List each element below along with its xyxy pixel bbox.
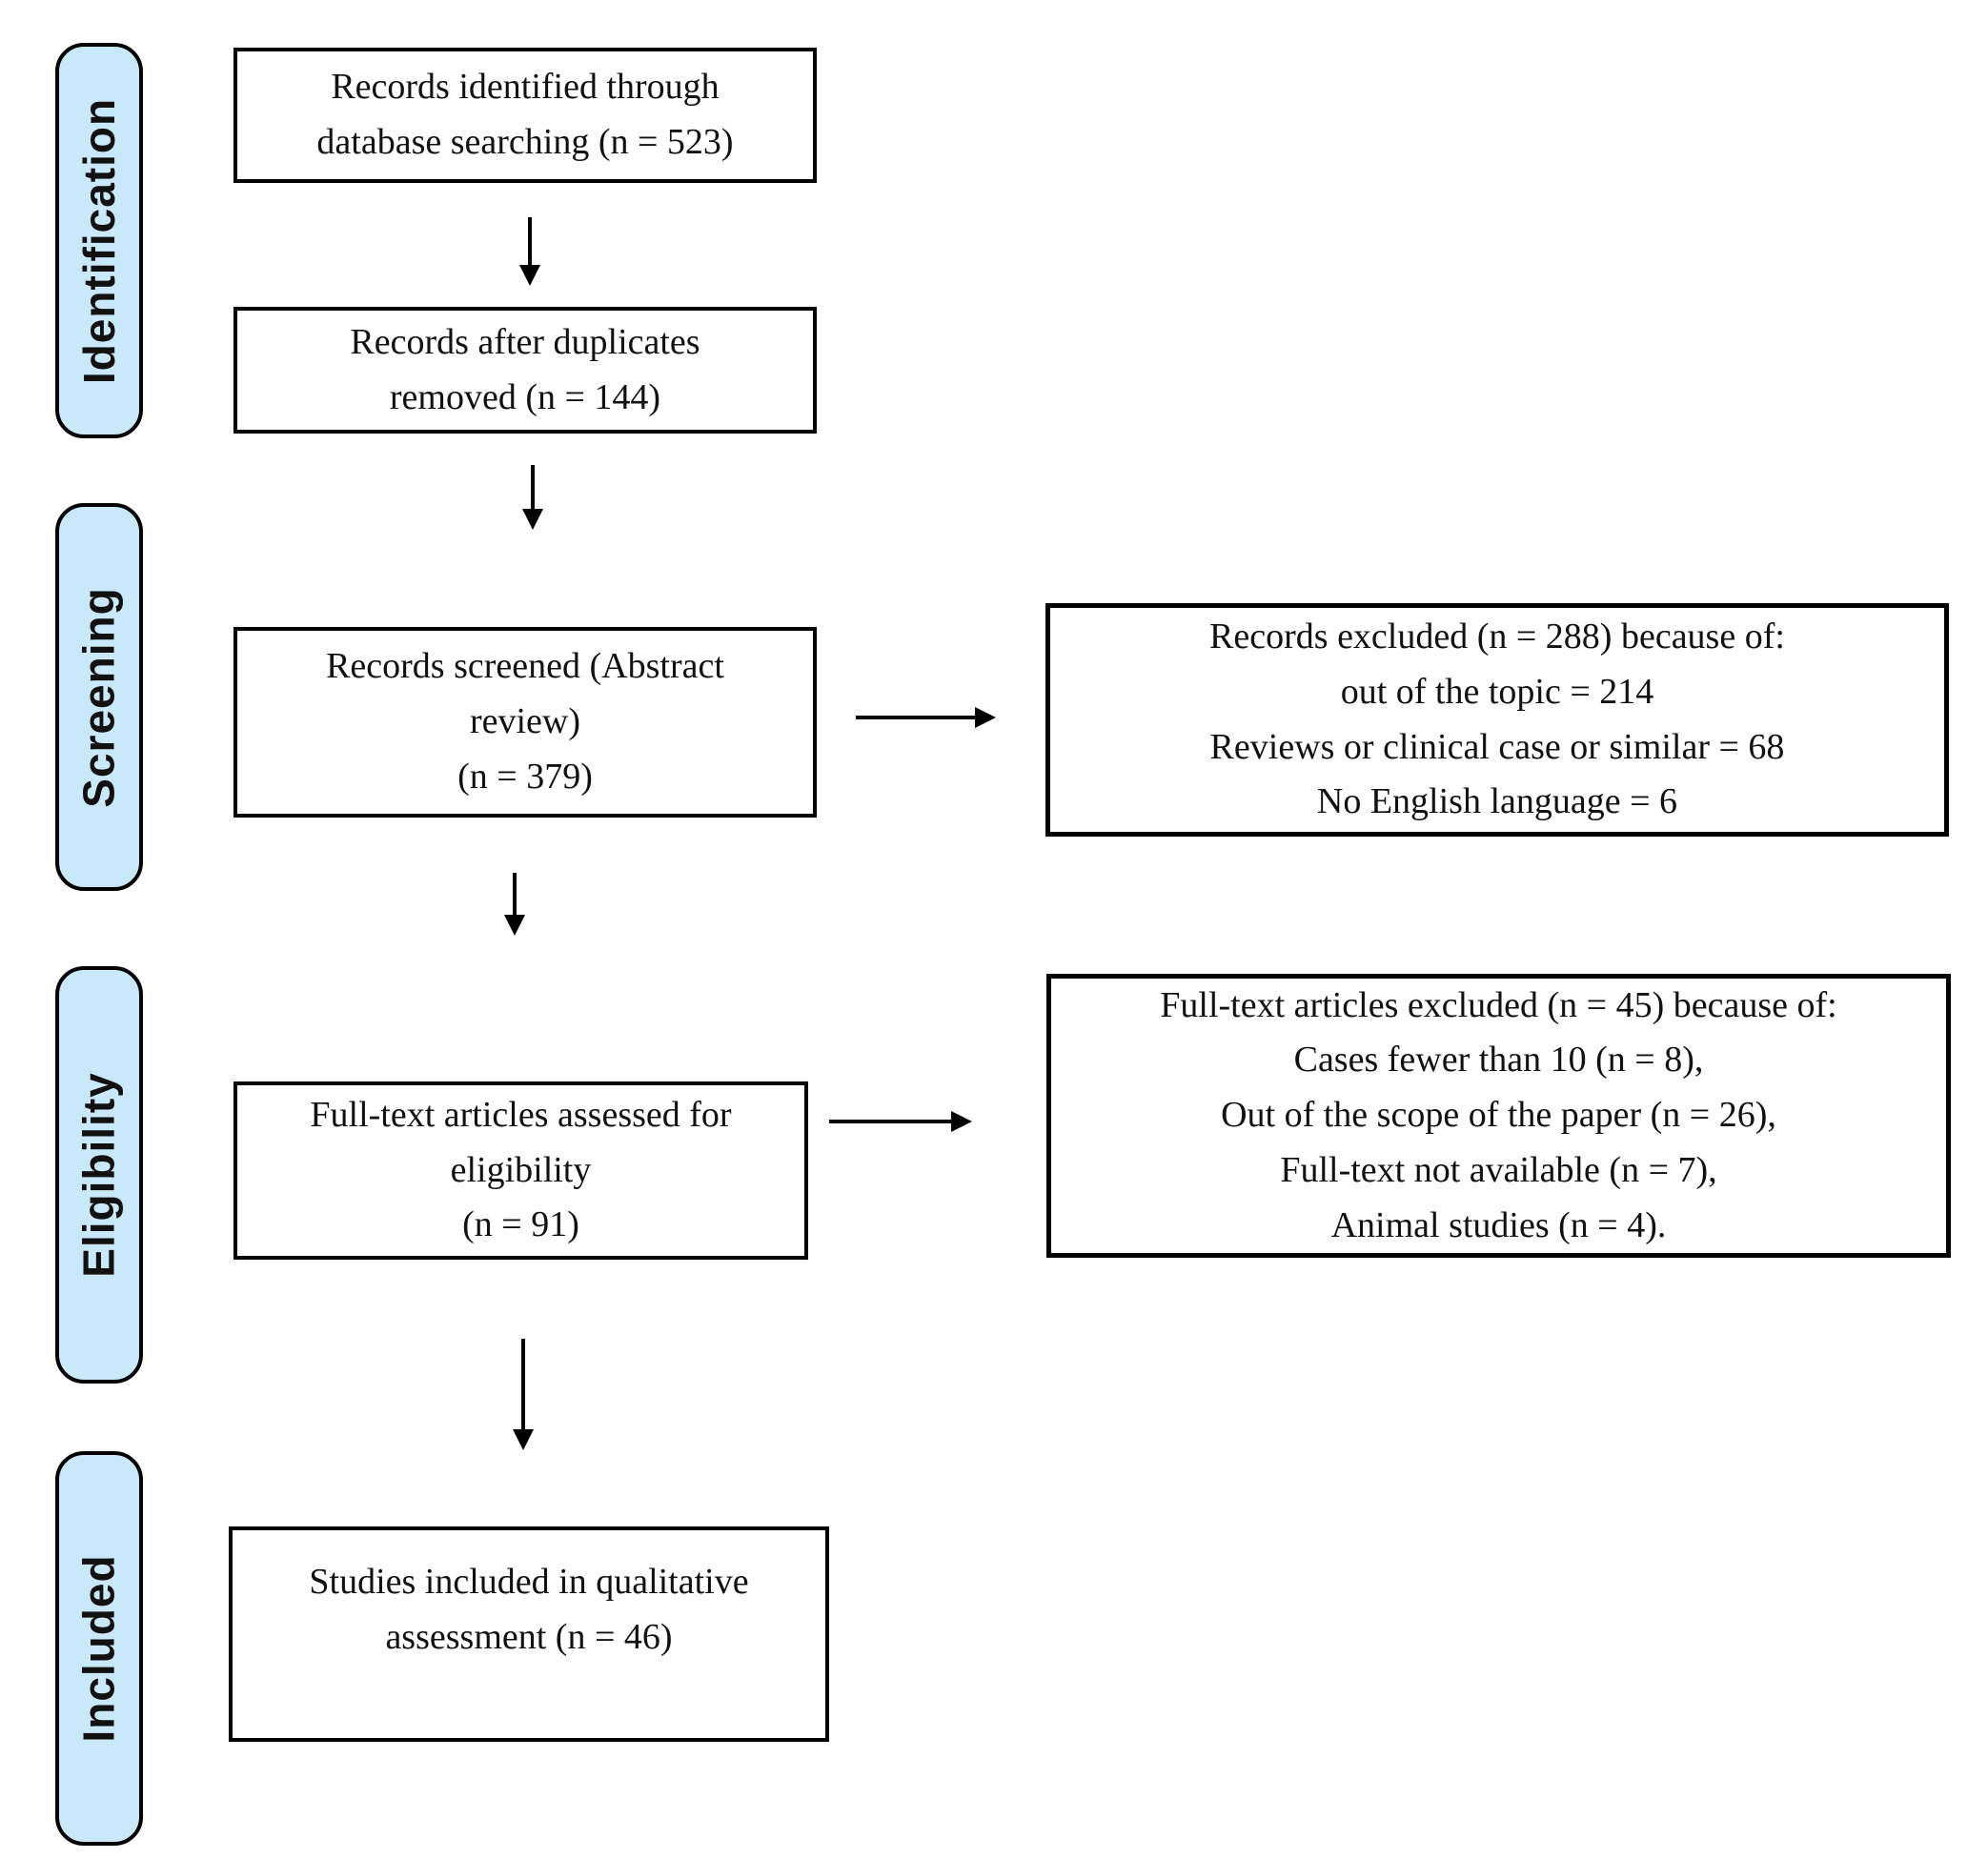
box-fulltext-assessed: Full-text articles assessed for eligibil… [233,1081,808,1260]
text-line: Reviews or clinical case or similar = 68 [1209,726,1785,767]
arrow-shaft [521,1339,525,1431]
down-arrow-icon [522,509,543,530]
text-line: Full-text articles assessed for [310,1094,732,1135]
stage-screening: Screening [55,503,143,891]
text-line: Full-text not available (n = 7), [1280,1149,1717,1190]
text-line: eligibility [450,1149,592,1190]
text-line: assessment (n = 46) [385,1616,673,1657]
stage-screening-label: Screening [74,586,125,808]
text-line: Records after duplicates [350,321,700,362]
text-line: database searching (n = 523) [316,122,734,162]
stage-eligibility: Eligibility [55,966,143,1384]
text-line: out of the topic = 214 [1340,671,1654,712]
text-line: (n = 379) [457,756,593,797]
stage-identification: Identification [55,43,143,438]
box-records-identified-text: Records identified through database sear… [316,60,733,171]
text-line: review) [469,701,581,742]
text-line: Records screened (Abstract [326,646,724,687]
box-records-identified: Records identified through database sear… [233,48,817,183]
down-arrow-icon [504,915,525,936]
box-records-screened-text: Records screened (Abstract review) (n = … [326,639,724,804]
box-records-excluded-text: Records excluded (n = 288) because of: o… [1209,610,1785,830]
box-studies-included-text: Studies included in qualitative assessme… [309,1555,748,1666]
box-records-screened: Records screened (Abstract review) (n = … [233,627,817,818]
down-arrow-icon [513,1429,534,1450]
box-records-excluded: Records excluded (n = 288) because of: o… [1045,603,1949,837]
box-fulltext-assessed-text: Full-text articles assessed for eligibil… [310,1088,731,1253]
text-line: No English language = 6 [1316,781,1678,822]
arrow-shaft [531,465,535,511]
text-line: (n = 91) [462,1204,579,1245]
text-line: Records identified through [331,67,720,108]
text-line: Cases fewer than 10 (n = 8), [1293,1040,1704,1081]
arrow-shaft [829,1120,953,1123]
text-line: Out of the scope of the paper (n = 26), [1221,1095,1776,1136]
box-records-after-duplicates-text: Records after duplicates removed (n = 14… [350,315,700,426]
arrow-shaft [856,716,977,719]
right-arrow-icon [951,1111,972,1132]
arrow-shaft [513,873,517,917]
stage-included-label: Included [74,1554,124,1743]
stage-identification-label: Identification [74,97,125,384]
arrow-shaft [528,217,532,267]
right-arrow-icon [975,707,996,728]
box-fulltext-excluded-text: Full-text articles excluded (n = 45) bec… [1160,979,1836,1254]
box-fulltext-excluded: Full-text articles excluded (n = 45) bec… [1046,974,1951,1258]
text-line: removed (n = 144) [389,376,661,417]
text-line: Studies included in qualitative [309,1562,749,1602]
stage-eligibility-label: Eligibility [74,1072,124,1278]
text-line: Records excluded (n = 288) because of: [1209,616,1785,657]
box-records-after-duplicates: Records after duplicates removed (n = 14… [233,307,817,434]
box-studies-included: Studies included in qualitative assessme… [229,1526,829,1742]
text-line: Animal studies (n = 4). [1330,1204,1667,1245]
text-line: Full-text articles excluded (n = 45) bec… [1160,984,1837,1025]
stage-included: Included [55,1451,143,1846]
down-arrow-icon [519,265,540,286]
